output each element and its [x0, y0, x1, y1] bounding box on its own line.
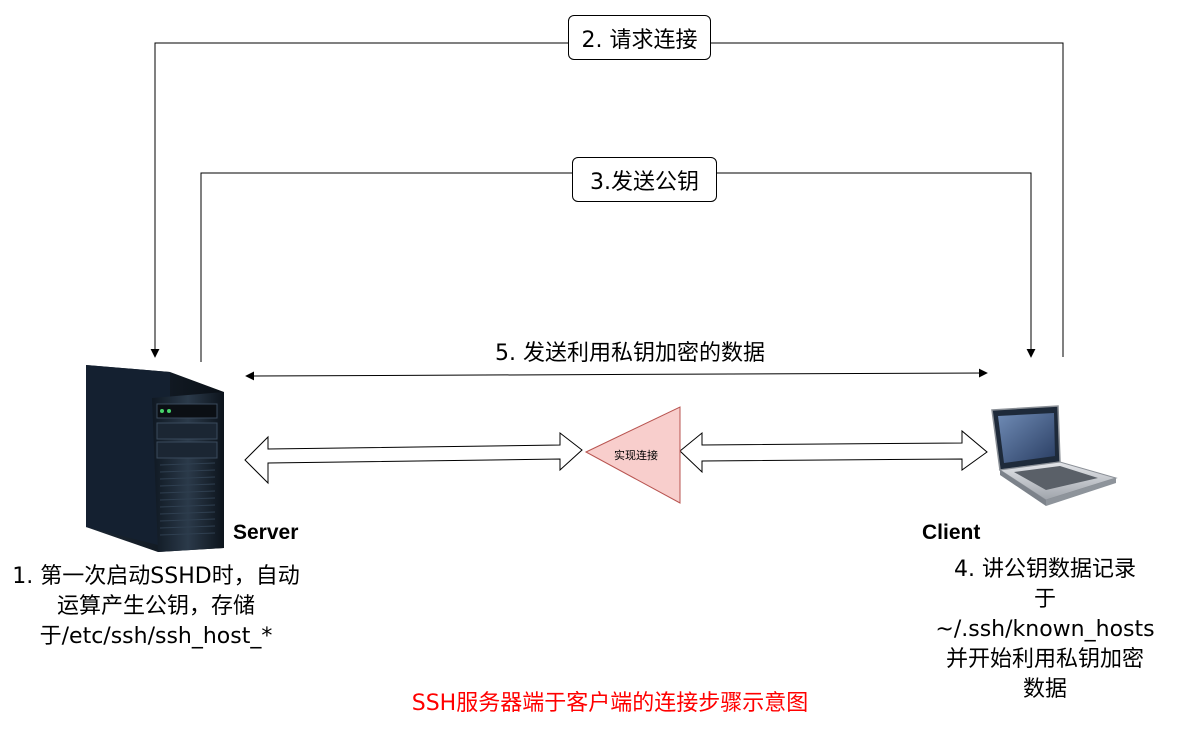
pubkey-step-label: 3.发送公钥	[572, 157, 717, 202]
data-step-label: 5. 发送利用私钥加密的数据	[495, 341, 765, 366]
diagram-caption: SSH服务器端于客户端的连接步骤示意图	[411, 691, 809, 716]
server-label: Server	[233, 521, 299, 544]
server-note-line: 运算产生公钥，存储	[56, 594, 255, 619]
client-note-line: 4. 讲公钥数据记录	[954, 557, 1136, 582]
client-note-line: 于	[1033, 587, 1056, 612]
client-note: 4. 讲公钥数据记录 于 ~/.ssh/known_hosts 并开始利用私钥加…	[920, 555, 1170, 705]
client-link-arrow	[679, 429, 988, 474]
connect-label: 实现连接	[614, 449, 658, 462]
client-note-line: ~/.ssh/known_hosts	[935, 617, 1155, 642]
client-laptop-icon	[991, 405, 1118, 506]
server-note-line: 于/etc/ssh/ssh_host_*	[39, 624, 273, 649]
data-connector	[245, 368, 988, 381]
server-tower-icon	[86, 365, 224, 552]
request-step-label: 2. 请求连接	[568, 15, 711, 60]
connection-triangle	[584, 406, 681, 504]
server-note-line: 1. 第一次启动SSHD时，自动	[12, 564, 300, 589]
client-label: Client	[922, 521, 981, 544]
server-link-arrow	[244, 431, 583, 485]
server-note: 1. 第一次启动SSHD时，自动 运算产生公钥，存储 于/etc/ssh/ssh…	[0, 562, 312, 652]
client-note-line: 并开始利用私钥加密	[945, 647, 1144, 672]
client-note-line: 数据	[1022, 677, 1067, 702]
